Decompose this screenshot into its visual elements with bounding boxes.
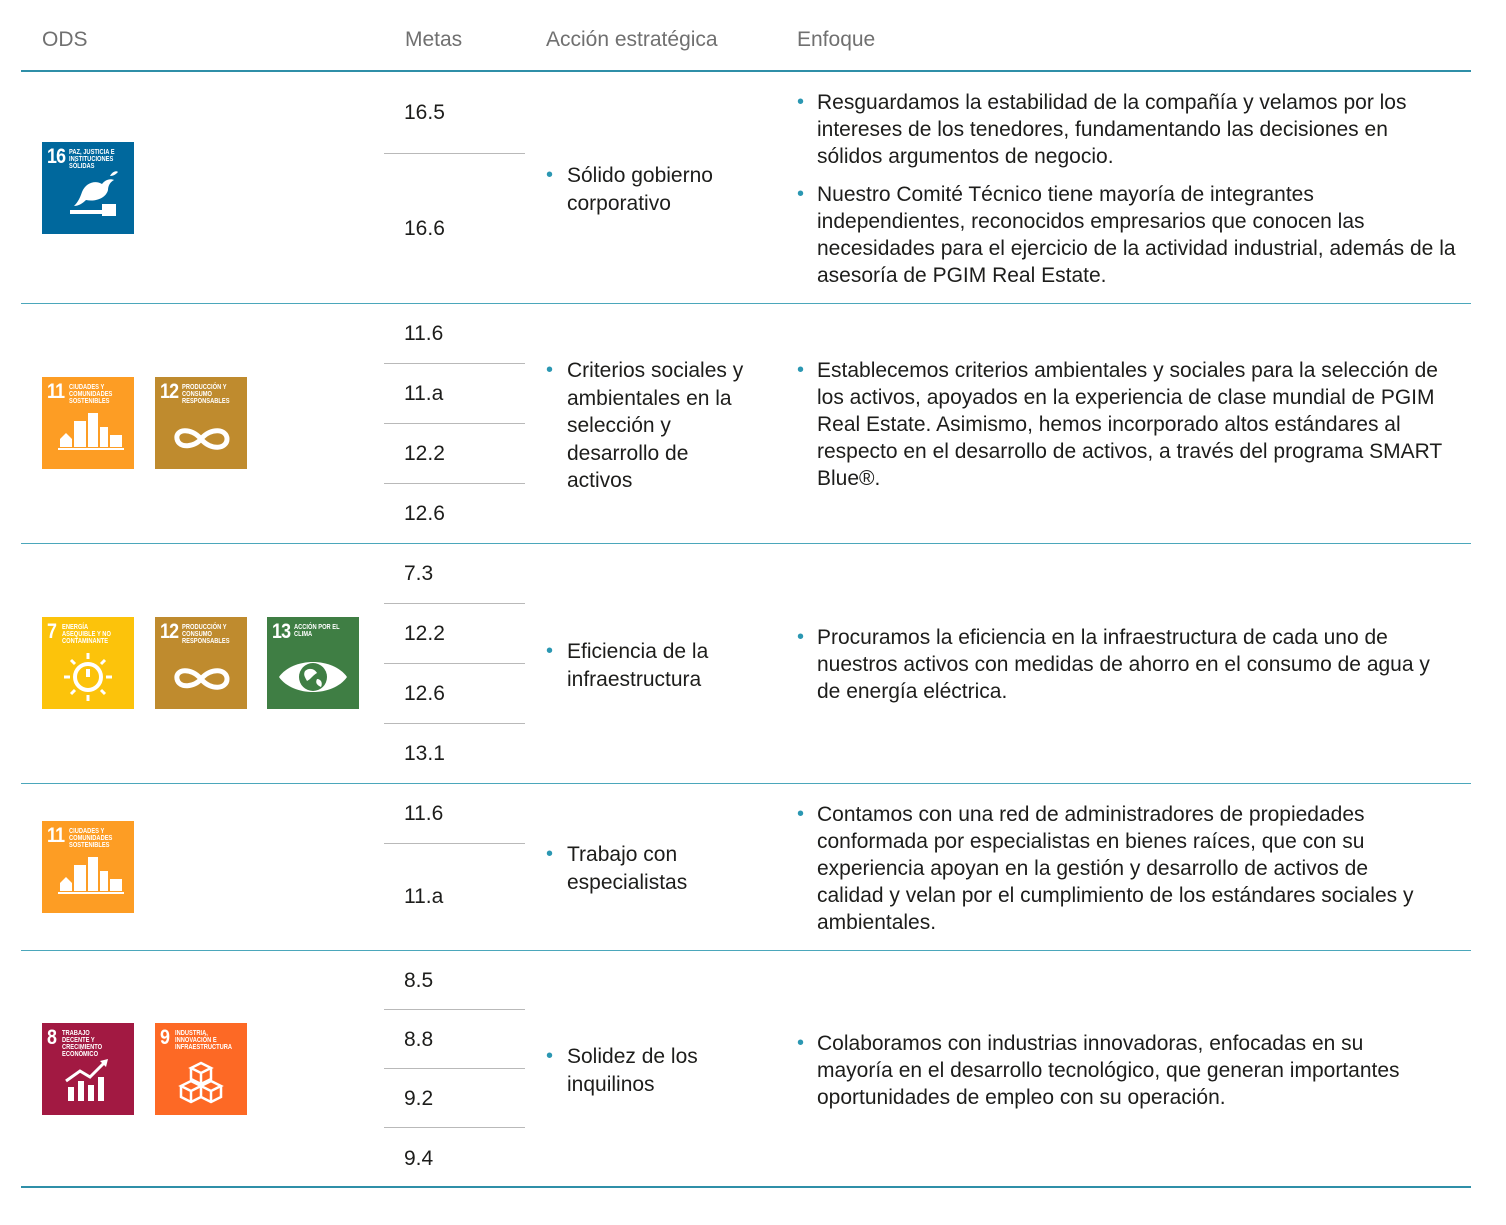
meta-divider (384, 363, 525, 364)
meta-value: 9.2 (404, 1087, 434, 1110)
meta-value: 16.6 (404, 217, 445, 240)
enfoque-item: • Colaboramos con industrias innovadoras… (797, 1032, 1400, 1109)
sdg-7-tile: 7 Energía asequible y no contaminante (42, 617, 134, 709)
meta-value: 13.1 (404, 742, 445, 765)
enfoque-item: • Procuramos la eficiencia en la infraes… (797, 626, 1430, 703)
meta-value: 11.a (404, 885, 444, 908)
sdg-12-tile: 12 Producción y consumo responsables (155, 377, 247, 469)
header-metas: Metas (405, 28, 463, 51)
accion-item: • Sólido gobierno corporativo (546, 164, 713, 215)
meta-value: 16.5 (404, 101, 445, 124)
growth-chart-icon (65, 1059, 108, 1101)
bullet-icon: • (797, 626, 805, 648)
row-divider (21, 303, 1471, 304)
eye-globe-icon (279, 662, 347, 692)
header-enfoque: Enfoque (797, 28, 876, 51)
enfoque-item: • Establecemos criterios ambientales y s… (797, 359, 1442, 490)
header-ods: ODS (42, 28, 88, 51)
bullet-icon: • (546, 843, 554, 865)
meta-divider (384, 1009, 525, 1010)
sdg-11-tile: 11 Ciudades y comunidades sostenibles (42, 821, 134, 913)
accion-item: • Solidez de los inquilinos (546, 1045, 698, 1096)
bullet-icon: • (797, 803, 805, 825)
meta-value: 11.a (404, 382, 444, 405)
accion-item: • Criterios sociales y ambientales en la… (546, 359, 744, 492)
city-buildings-icon (58, 413, 124, 450)
meta-value: 12.2 (404, 622, 445, 645)
accion-item: • Eficiencia de la infraestructura (546, 640, 709, 691)
sun-power-icon (64, 653, 112, 701)
row-divider (21, 543, 1471, 544)
meta-value: 8.5 (404, 969, 434, 992)
bullet-icon: • (797, 91, 805, 113)
enfoque-list: • Colaboramos con industrias innovadoras… (797, 1030, 1467, 1111)
infinity-icon (174, 428, 230, 450)
meta-value: 12.2 (404, 442, 445, 465)
city-buildings-icon (58, 857, 124, 894)
meta-divider (384, 483, 525, 484)
meta-divider (384, 603, 525, 604)
bullet-icon: • (546, 164, 554, 186)
sdg-11-tile: 11 Ciudades y comunidades sostenibles (42, 377, 134, 469)
enfoque-item: • Nuestro Comité Técnico tiene mayoría d… (797, 183, 1456, 287)
sdg-9-tile: 9 Industria, innovación e infraestructur… (155, 1023, 247, 1115)
sdg-13-tile: 13 Acción por el clima (267, 617, 359, 709)
meta-divider (384, 843, 525, 844)
meta-divider (384, 663, 525, 664)
meta-divider (384, 1127, 525, 1128)
sdg-16-tile: 16 Paz, justicia e instituciones sólidas (42, 142, 134, 234)
bullet-icon: • (797, 359, 805, 381)
cubes-icon (178, 1061, 224, 1104)
infinity-icon (174, 668, 230, 690)
bullet-icon: • (797, 183, 805, 205)
bullet-icon: • (546, 1045, 554, 1067)
bullet-icon: • (546, 640, 554, 662)
meta-value: 7.3 (404, 562, 434, 585)
enfoque-list: • Contamos con una red de administradore… (797, 801, 1467, 936)
meta-value: 9.4 (404, 1147, 434, 1170)
bullet-icon: • (546, 359, 554, 381)
row-divider (21, 783, 1471, 784)
meta-divider (384, 153, 525, 154)
meta-value: 11.6 (404, 322, 444, 345)
row-divider (21, 950, 1471, 951)
meta-value: 12.6 (404, 502, 445, 525)
meta-divider (384, 723, 525, 724)
enfoque-list: • Resguardamos la estabilidad de la comp… (797, 89, 1467, 289)
enfoque-list: • Procuramos la eficiencia en la infraes… (797, 624, 1467, 705)
header-divider (21, 70, 1471, 72)
sdg-8-tile: 8 Trabajo decente y crecimiento económic… (42, 1023, 134, 1115)
meta-value: 12.6 (404, 682, 445, 705)
dove-gavel-icon (70, 171, 118, 216)
enfoque-item: • Resguardamos la estabilidad de la comp… (797, 91, 1407, 168)
meta-value: 8.8 (404, 1028, 434, 1051)
meta-divider (384, 1068, 525, 1069)
enfoque-list: • Establecemos criterios ambientales y s… (797, 357, 1467, 492)
sdg-12-tile: 12 Producción y consumo responsables (155, 617, 247, 709)
meta-value: 11.6 (404, 802, 444, 825)
enfoque-item: • Contamos con una red de administradore… (797, 803, 1414, 934)
accion-item: • Trabajo con especialistas (546, 843, 688, 894)
bullet-icon: • (797, 1032, 805, 1054)
header-accion: Acción estratégica (546, 28, 718, 51)
table-bottom-border (21, 1186, 1471, 1188)
meta-divider (384, 423, 525, 424)
